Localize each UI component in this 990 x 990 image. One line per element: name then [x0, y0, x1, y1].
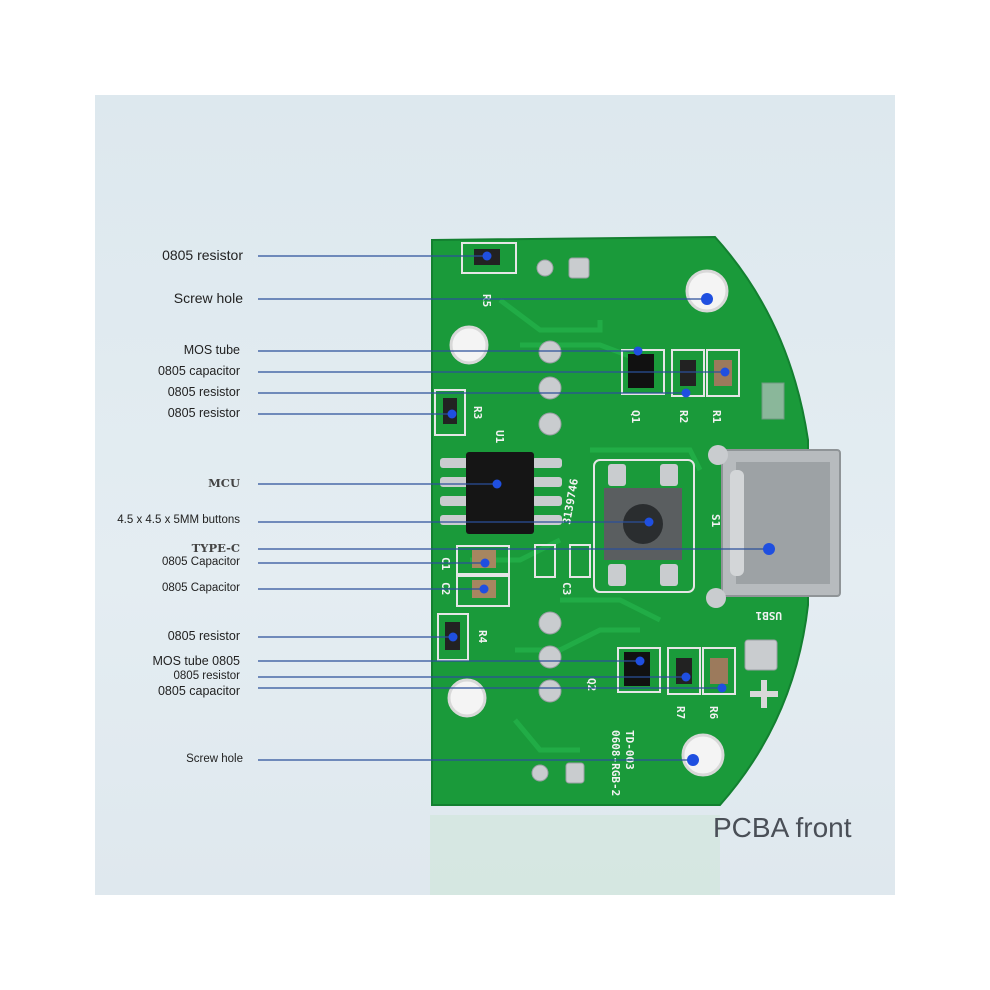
- screw-hole-top-right: [685, 269, 729, 313]
- label-mcu: MCU: [208, 476, 240, 490]
- silk-s1: S1: [709, 514, 722, 528]
- label-screw-hole-bottom: Screw hole: [186, 753, 243, 765]
- silk-c1: C1: [439, 557, 452, 571]
- silk-r4: R4: [476, 630, 489, 644]
- label-resistor-r7: 0805 resistor: [173, 670, 240, 682]
- silk-usb1: USB1: [755, 609, 782, 622]
- plus-marking: [750, 680, 778, 708]
- label-screw-hole-top: Screw hole: [173, 290, 243, 306]
- silk-q2: Q2: [585, 678, 598, 691]
- screw-hole-bottom-left: [447, 678, 487, 718]
- silk-r5: R5: [480, 294, 493, 307]
- screw-holes: [447, 269, 729, 777]
- silk-r7: R7: [674, 706, 687, 719]
- label-capacitor-r6: 0805 capacitor: [157, 684, 240, 698]
- label-r5-resistor: 0805 resistor: [162, 247, 243, 263]
- screw-hole-top-left: [449, 325, 489, 365]
- label-mos-tube-q1: MOS tube: [183, 343, 240, 357]
- tactile-button: [593, 459, 695, 593]
- label-capacitor-c2: 0805 Capacitor: [162, 582, 240, 594]
- silk-q1: Q1: [629, 410, 642, 424]
- label-mos-tube-q2: MOS tube 0805: [152, 654, 240, 668]
- silk-u1: U1: [493, 430, 506, 444]
- marker-dots: [447, 251, 775, 766]
- silk-r2: R2: [677, 410, 690, 423]
- screw-hole-bottom-right: [681, 733, 725, 777]
- usb-type-c-connector: [706, 445, 841, 608]
- label-resistor-r4: 0805 resistor: [167, 629, 240, 643]
- caption: PCBA front: [713, 812, 852, 843]
- silk-r3: R3: [471, 406, 484, 419]
- leader-lines: [258, 255, 769, 761]
- silk-r1: R1: [710, 410, 723, 424]
- silk-c3: C3: [560, 582, 573, 595]
- label-resistor-r2: 0805 resistor: [167, 385, 240, 399]
- mcu-chip: [440, 452, 562, 534]
- label-resistor-r3: 0805 resistor: [167, 406, 240, 420]
- label-type-c: TYPE-C: [191, 541, 240, 555]
- silk-board-id-2: 0608-RGB-2: [609, 730, 622, 796]
- label-button: 4.5 x 4.5 x 5MM buttons: [117, 514, 240, 526]
- silk-board-id-1: TD-003: [623, 730, 636, 770]
- label-capacitor-c1: 0805 Capacitor: [162, 556, 240, 568]
- label-capacitor-r1: 0805 capacitor: [157, 364, 240, 378]
- board-reflection: [430, 815, 720, 895]
- silk-r6: R6: [707, 706, 720, 720]
